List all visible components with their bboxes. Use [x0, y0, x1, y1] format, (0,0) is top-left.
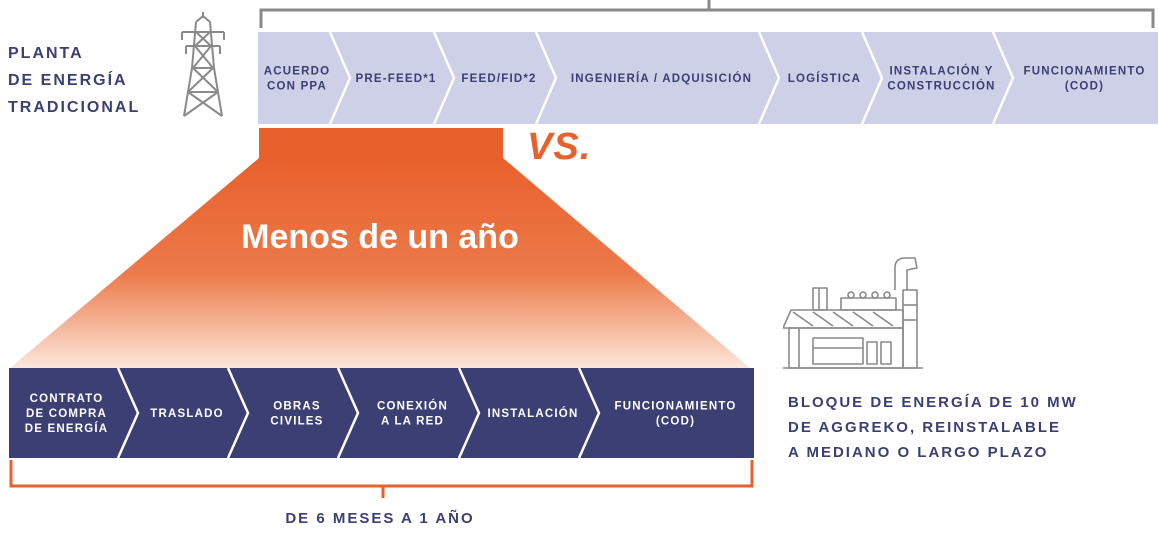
step-separator [577, 368, 601, 458]
aggreko-timeline-bracket [9, 460, 754, 498]
step-label: PRE-FEED*1 [355, 73, 436, 85]
trapezoid-body [10, 158, 750, 368]
traditional-timeline-bracket [259, 0, 1155, 28]
step-label: FUNCIONAMIENTO [1023, 66, 1145, 78]
step-separator [328, 32, 352, 124]
step-label: CONEXIÓN [377, 400, 448, 413]
step-label: INSTALACIÓN [488, 407, 579, 420]
traditional-plant-label-line: DE ENERGÍA [8, 72, 128, 89]
transmission-tower-icon [181, 12, 225, 117]
step-label: CIVILES [270, 416, 323, 428]
step-separator [457, 368, 481, 458]
step-separator [432, 32, 456, 124]
duration-caption: DE 6 MESES A 1 AÑO [285, 510, 475, 527]
traditional-steps-flow: ACUERDO CON PPA PRE-FEED*1 FEED/FID*2 INGENI… [258, 32, 1158, 124]
traditional-plant-label: PLANTA DE ENERGÍA TRADICIONAL [8, 40, 158, 121]
step-label: CONSTRUCCIÓN [887, 80, 995, 93]
step-label: INSTALACIÓN Y [890, 65, 994, 78]
step-label: OBRAS [273, 401, 321, 413]
step-label: FUNCIONAMIENTO [614, 401, 736, 413]
aggreko-block-caption-line: DE AGGREKO, REINSTALABLE [788, 419, 1062, 436]
step-label: DE COMPRA [26, 408, 107, 420]
step-label: A LA RED [381, 416, 444, 428]
step-label: FEED/FID*2 [461, 73, 536, 85]
aggreko-block-caption: BLOQUE DE ENERGÍA DE 10 MW DE AGGREKO, R… [788, 390, 1148, 465]
traditional-plant-label-line: PLANTA [8, 45, 84, 62]
aggreko-timeline-trapezoid [10, 128, 750, 368]
vs-label: VS. [527, 126, 592, 168]
step-separator [336, 368, 360, 458]
step-separator [116, 368, 140, 458]
aggreko-steps-background [9, 368, 754, 458]
step-label: CONTRATO [30, 393, 104, 405]
traditional-steps-background [258, 32, 1158, 124]
step-label: TRASLADO [150, 408, 224, 420]
step-separator [226, 368, 250, 458]
step-label: CON PPA [267, 81, 327, 93]
aggreko-block-caption-line: BLOQUE DE ENERGÍA DE 10 MW [788, 394, 1078, 411]
aggreko-steps-flow: CONTRATO DE COMPRA DE ENERGÍA TRASLADO OBRAS… [9, 368, 754, 458]
aggreko-block-caption-line: A MEDIANO O LARGO PLAZO [788, 444, 1049, 461]
trapezoid-top-bar [259, 128, 503, 160]
step-separator [991, 32, 1015, 124]
step-label: LOGÍSTICA [788, 72, 861, 85]
traditional-plant-label-line: TRADICIONAL [8, 99, 141, 116]
headline: Menos de un año [241, 218, 519, 256]
step-separator [860, 32, 884, 124]
step-separator [757, 32, 781, 124]
step-label: (COD) [1065, 81, 1104, 93]
step-label: (COD) [656, 416, 695, 428]
power-plant-icon [783, 257, 923, 369]
step-label: ACUERDO [264, 66, 331, 78]
step-separator [534, 32, 558, 124]
step-label: INGENIERÍA / ADQUISICIÓN [571, 72, 752, 85]
step-label: DE ENERGÍA [25, 422, 109, 435]
